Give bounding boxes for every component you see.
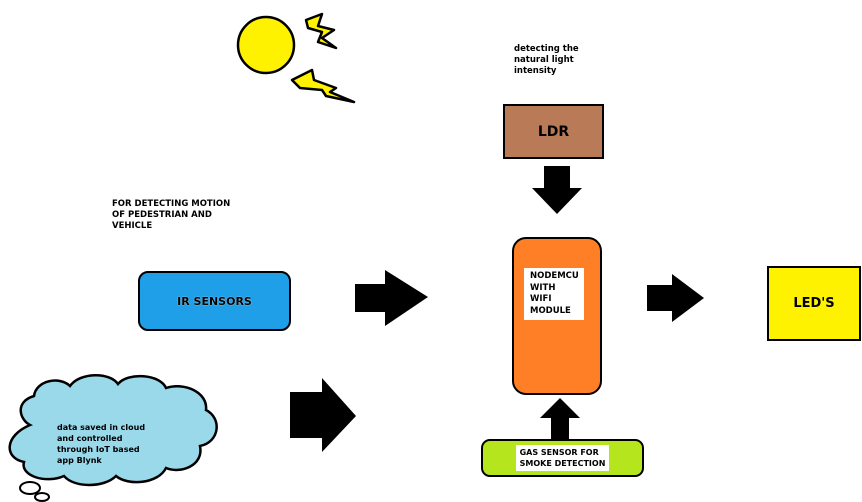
gas-sensor-label-line: SMOKE DETECTION <box>519 459 606 468</box>
thought-bubble-dot <box>34 492 50 502</box>
arrow-down-icon <box>532 166 582 214</box>
nodemcu-box: NODEMCU WITH WIFI MODULE <box>512 237 602 395</box>
ir-sensors-label: IR SENSORS <box>177 294 252 308</box>
cloud-text-line: through IoT based <box>57 445 140 454</box>
ir-caption: FOR DETECTING MOTION OF PEDESTRIAN AND V… <box>112 199 231 231</box>
leds-label: LED'S <box>793 296 835 311</box>
nodemcu-label-line: MODULE <box>530 305 571 316</box>
ldr-label: LDR <box>537 123 570 140</box>
leds-box: LED'S <box>767 266 861 341</box>
cloud-text-line: and controlled <box>57 434 123 443</box>
gas-sensor-box: GAS SENSOR FOR SMOKE DETECTION <box>481 439 644 477</box>
cloud-text-line: app Blynk <box>57 456 102 465</box>
nodemcu-label-line: WITH <box>530 282 556 293</box>
ldr-caption: detecting the natural light intensity <box>514 44 579 76</box>
arrow-right-icon <box>647 274 704 322</box>
lightning-bolt-icon <box>304 12 338 50</box>
arrow-up-icon <box>540 398 580 440</box>
thought-cloud-shape <box>8 374 218 487</box>
cloud-text: data saved in cloud and controlled throu… <box>57 422 187 466</box>
ldr-box: LDR <box>503 104 604 159</box>
arrow-right-icon <box>290 378 356 452</box>
ir-sensors-box: IR SENSORS <box>138 271 291 331</box>
nodemcu-label-line: NODEMCU <box>530 271 579 281</box>
nodemcu-label-line: WIFI <box>530 294 552 304</box>
sun-icon <box>236 15 296 75</box>
gas-sensor-label-panel: GAS SENSOR FOR SMOKE DETECTION <box>515 445 610 471</box>
cloud-text-line: data saved in cloud <box>57 423 146 432</box>
gas-sensor-label-line: GAS SENSOR FOR <box>519 448 599 457</box>
arrow-right-icon <box>355 270 428 326</box>
nodemcu-label-panel: NODEMCU WITH WIFI MODULE <box>524 268 584 320</box>
thought-bubble-dot <box>19 481 41 495</box>
lightning-bolt-icon <box>290 68 356 104</box>
